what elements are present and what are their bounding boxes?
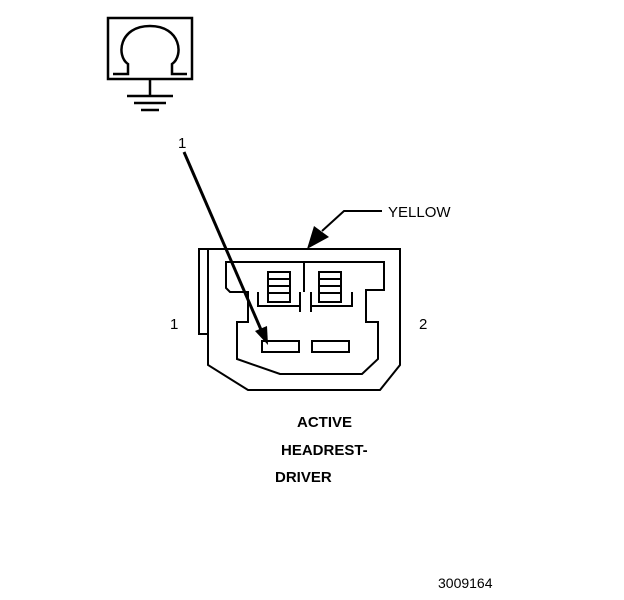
figure-id: 3009164 [438, 575, 493, 591]
wire-color-label: YELLOW [388, 204, 451, 221]
caption-line-2: HEADREST- [281, 442, 368, 459]
pin-label-1: 1 [170, 316, 179, 333]
caption-line-1: ACTIVE [297, 414, 353, 431]
pin-label-2: 2 [419, 316, 428, 333]
ohmmeter-icon [106, 16, 194, 112]
callout-number: 1 [178, 135, 187, 152]
caption-line-3: DRIVER [275, 469, 332, 486]
connector-face [198, 248, 401, 391]
yellow-leader [307, 210, 382, 249]
